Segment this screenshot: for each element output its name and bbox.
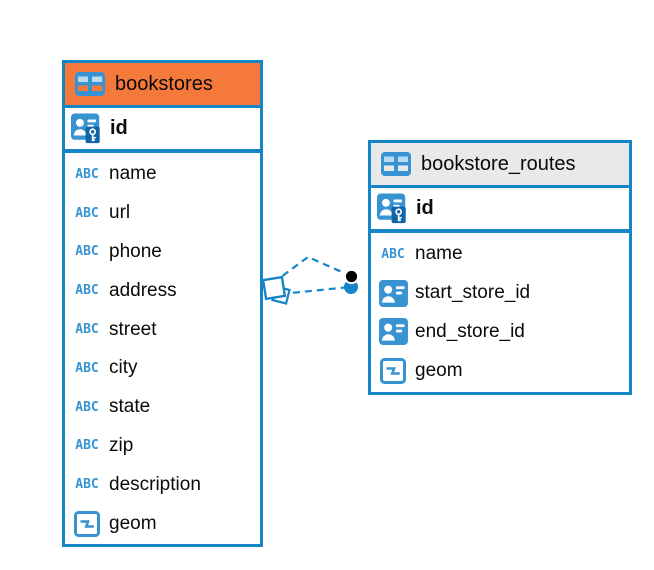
column-name: description [109, 473, 201, 495]
primary-key-name: id [110, 117, 128, 139]
text-type-icon: ABC [71, 322, 103, 337]
column-list: ABC name ABC url ABC phone ABC address A… [65, 153, 260, 543]
table-glyph [381, 152, 411, 176]
person-key-glyph [377, 193, 406, 224]
primary-key-icon [71, 113, 103, 144]
column-row-zip[interactable]: ABC zip [65, 427, 260, 466]
text-type-icon: ABC [71, 400, 103, 415]
column-list: ABC name start_store_id end_store_id geo… [371, 233, 629, 390]
text-abc-glyph: ABC [75, 399, 99, 415]
column-row-name[interactable]: ABC name [371, 235, 629, 274]
column-name: address [109, 279, 177, 301]
entity-bookstore-routes[interactable]: bookstore_routes id ABC name start_store… [368, 140, 632, 395]
column-name: name [109, 163, 157, 185]
person-card-glyph [378, 318, 408, 346]
primary-key-row-id[interactable]: id [65, 108, 260, 153]
column-name: start_store_id [415, 282, 531, 304]
entity-title: bookstores [115, 72, 213, 95]
text-abc-glyph: ABC [75, 244, 99, 260]
text-abc-glyph: ABC [381, 246, 405, 262]
text-abc-glyph: ABC [75, 205, 99, 221]
primary-key-row-id[interactable]: id [371, 188, 629, 233]
diamond-marker-front[interactable] [261, 275, 287, 301]
reference-type-icon [377, 279, 409, 307]
table-icon [380, 152, 412, 176]
text-type-icon: ABC [71, 206, 103, 221]
entity-bookstores[interactable]: bookstores id ABC name ABC url ABC phone… [62, 60, 263, 547]
column-row-name[interactable]: ABC name [65, 155, 260, 194]
text-abc-glyph: ABC [75, 477, 99, 493]
column-row-start_store_id[interactable]: start_store_id [371, 274, 629, 313]
primary-key-icon [377, 193, 409, 224]
column-name: street [109, 318, 157, 340]
entity-header-bookstores[interactable]: bookstores [65, 63, 260, 108]
text-abc-glyph: ABC [75, 283, 99, 299]
column-name: url [109, 202, 131, 224]
column-name: city [109, 357, 138, 379]
geometry-type-icon [377, 357, 409, 384]
text-type-icon: ABC [71, 167, 103, 182]
table-glyph [75, 72, 105, 96]
text-type-icon: ABC [71, 477, 103, 492]
table-icon [74, 72, 106, 96]
column-name: phone [109, 240, 162, 262]
column-name: zip [109, 434, 134, 456]
column-row-url[interactable]: ABC url [65, 194, 260, 233]
column-row-description[interactable]: ABC description [65, 465, 260, 504]
column-row-address[interactable]: ABC address [65, 271, 260, 310]
column-name: state [109, 396, 151, 418]
text-abc-glyph: ABC [75, 360, 99, 376]
text-type-icon: ABC [71, 244, 103, 259]
column-name: geom [415, 359, 463, 381]
column-name: geom [109, 512, 157, 534]
relationship-dot-black[interactable] [343, 268, 360, 285]
text-type-icon: ABC [71, 438, 103, 453]
column-row-geom[interactable]: geom [371, 351, 629, 390]
relationship-dot-blue[interactable] [344, 280, 358, 294]
column-row-street[interactable]: ABC street [65, 310, 260, 349]
column-row-end_store_id[interactable]: end_store_id [371, 313, 629, 352]
column-row-city[interactable]: ABC city [65, 349, 260, 388]
text-type-icon: ABC [71, 283, 103, 298]
geometry-glyph [74, 510, 100, 537]
person-card-glyph [378, 279, 408, 307]
relationship-line-start-store[interactable] [272, 255, 352, 284]
person-key-glyph [71, 113, 100, 144]
column-row-state[interactable]: ABC state [65, 388, 260, 427]
text-type-icon: ABC [377, 247, 409, 262]
relationship-line-end-store[interactable] [280, 285, 351, 296]
column-name: name [415, 243, 463, 265]
reference-type-icon [377, 318, 409, 346]
column-row-geom[interactable]: geom [65, 504, 260, 543]
geometry-glyph [380, 357, 406, 384]
entity-header-bookstore-routes[interactable]: bookstore_routes [371, 143, 629, 188]
geometry-type-icon [71, 510, 103, 537]
text-abc-glyph: ABC [75, 166, 99, 182]
text-abc-glyph: ABC [75, 322, 99, 338]
primary-key-name: id [416, 197, 434, 219]
column-row-phone[interactable]: ABC phone [65, 233, 260, 272]
text-abc-glyph: ABC [75, 438, 99, 454]
column-name: end_store_id [415, 320, 525, 342]
text-type-icon: ABC [71, 361, 103, 376]
entity-title: bookstore_routes [421, 152, 576, 175]
